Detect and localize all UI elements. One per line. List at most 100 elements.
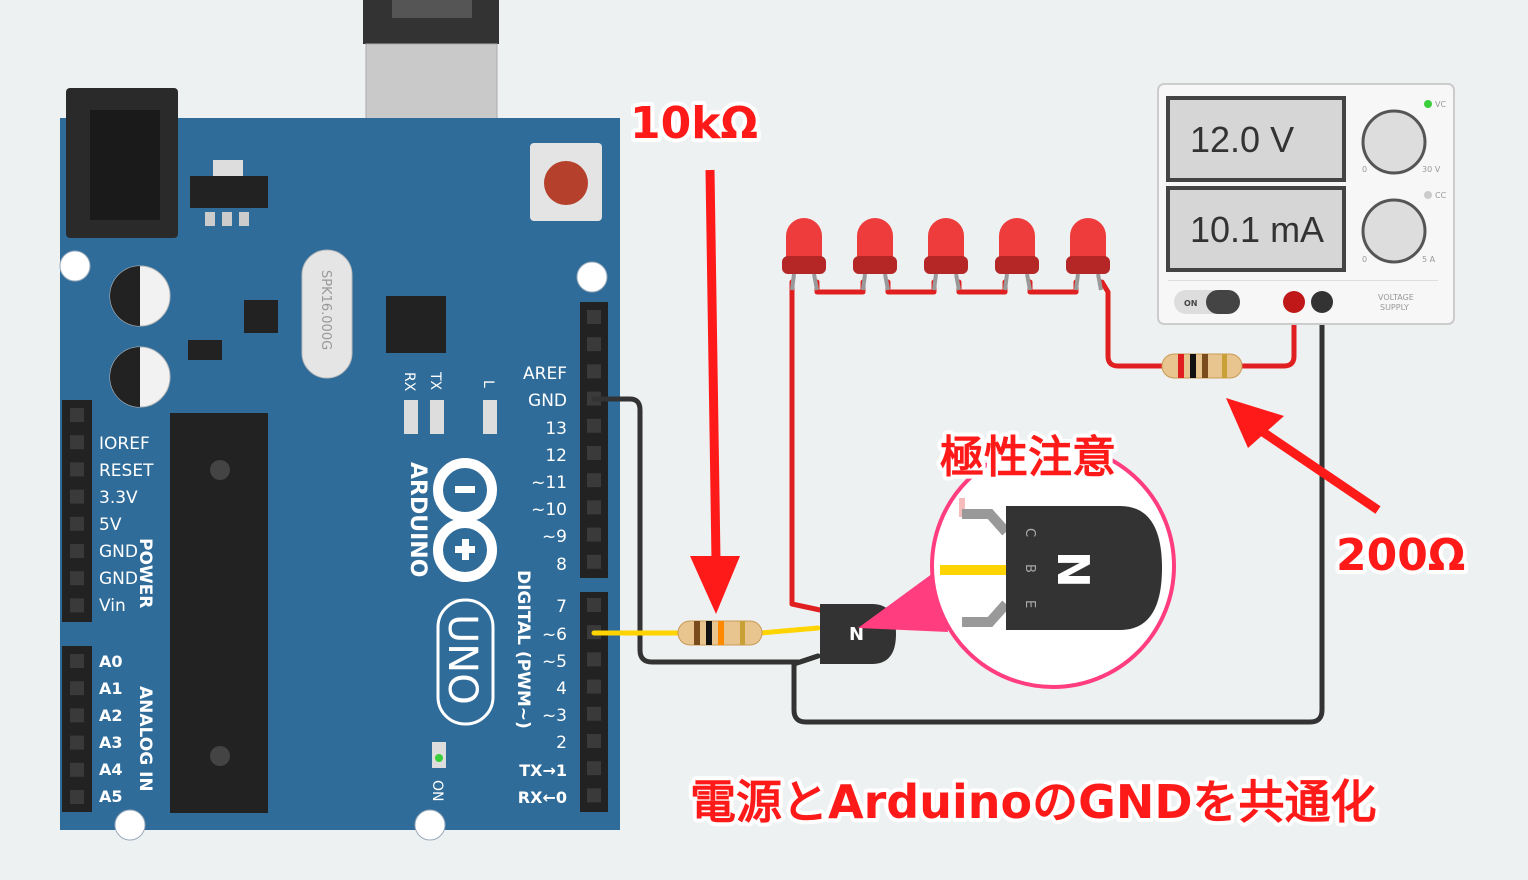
pin-socket[interactable] [70,435,84,450]
arrow-10k [705,169,721,561]
red-led[interactable] [924,218,968,291]
pin-label: A1 [99,679,123,698]
pin-socket[interactable] [70,762,84,777]
pin-label: ~6 [542,625,567,645]
pin-socket[interactable] [587,679,601,694]
voltage-knob[interactable] [1361,109,1427,175]
arrow-200 [1257,426,1381,514]
pin-label: A3 [99,733,123,752]
pin-socket[interactable] [70,681,84,696]
analog-header-title: ANALOG IN [135,686,155,792]
cv-indicator-icon [1424,100,1432,108]
annotation-arrows [690,169,1381,614]
pin-label: Vin [99,596,126,616]
pin-label: 8 [556,555,567,575]
pin-label: RESET [99,461,154,481]
negative-terminal[interactable] [1311,291,1333,313]
pin-socket[interactable] [587,734,601,748]
pin-label: A4 [99,760,123,779]
resistor-10k[interactable] [677,620,763,646]
pin-socket[interactable] [70,544,84,558]
pin-socket[interactable] [587,652,601,667]
resistor-200[interactable] [1161,353,1243,379]
pin-socket[interactable] [587,761,601,776]
pin-label: A0 [99,652,123,671]
pin-socket[interactable] [70,516,84,531]
pin-b-label: B [1022,564,1037,573]
pin-socket[interactable] [70,735,84,750]
pin-label: 5V [99,515,122,535]
red-led[interactable] [995,218,1039,291]
pin-socket[interactable] [587,337,601,352]
uno-badge [436,598,495,726]
pin-label: GND [99,542,138,562]
pin-label: A5 [99,787,123,806]
label-common-gnd: 電源とArduinoのGNDを共通化 [690,775,1377,829]
gnd-wire-arduino[interactable] [591,396,821,665]
led-to-resistor-wire[interactable] [1099,279,1168,369]
pin-socket[interactable] [587,598,601,612]
pin-socket[interactable] [70,790,84,804]
label-200: 200Ω [1336,530,1465,581]
pin-label: ~5 [542,652,567,672]
pin-label: IOREF [99,434,150,454]
transistor-letter: N [849,624,864,645]
red-led[interactable] [1066,218,1110,291]
knob2-max: 5 A [1422,255,1436,264]
pin-label: GND [99,569,138,589]
arduino-logo-icon [433,458,497,582]
on-led-icon [435,754,443,762]
collector-wire[interactable] [789,279,823,613]
pin-socket[interactable] [587,473,601,488]
current-display [1166,186,1346,272]
pin-socket[interactable] [70,598,84,613]
mount-hole [114,809,146,841]
cv-label: VC [1435,100,1446,109]
current-readout: 10.1 mA [1190,209,1324,250]
led-row [782,218,1110,291]
pin-socket[interactable] [587,364,601,379]
red-led[interactable] [782,218,826,291]
pin-socket[interactable] [587,446,601,460]
pin-socket[interactable] [587,527,601,542]
positive-terminal[interactable] [1283,291,1305,313]
pin-socket[interactable] [70,708,84,723]
pin-socket[interactable] [587,418,601,433]
knob2-min: 0 [1362,255,1367,264]
pin-socket[interactable] [587,554,601,569]
pin-socket[interactable] [587,500,601,515]
pin-label: 13 [545,419,567,439]
transistor-zoom-callout: C B E N [858,443,1176,689]
pin-socket[interactable] [70,571,84,586]
pin-label: RX←0 [518,788,567,807]
pin-socket[interactable] [70,489,84,504]
pin-label: 12 [545,446,567,466]
mount-hole [576,261,608,293]
rx-led-label: RX [401,372,417,392]
crystal-oscillator [301,249,353,379]
supply-negative-wire[interactable] [791,299,1325,725]
pin-label: ~3 [542,706,567,726]
label-polarity: 極性注意 [940,432,1116,483]
current-knob[interactable] [1361,198,1427,264]
mount-hole [59,250,91,282]
pin-socket[interactable] [70,462,84,477]
label-10k: 10kΩ [630,98,758,149]
pin-socket[interactable] [587,310,601,324]
pin-label: TX→1 [519,761,567,780]
pin-label: GND [528,391,567,411]
pin-label: 3.3V [99,488,138,508]
pin-socket[interactable] [70,654,84,668]
pin-socket[interactable] [587,788,601,803]
pin-socket[interactable] [70,408,84,422]
crystal-label: SPK16.000G [318,270,333,350]
supply-positive-wire[interactable] [1237,299,1297,369]
pin-socket[interactable] [587,706,601,721]
pin-c-label: C [1022,528,1037,537]
on-switch-label: ON [1184,299,1198,308]
knob1-max: 30 V [1422,165,1441,174]
brand-line2: SUPPLY [1380,303,1409,312]
red-led[interactable] [853,218,897,291]
knob1-min: 0 [1362,165,1367,174]
